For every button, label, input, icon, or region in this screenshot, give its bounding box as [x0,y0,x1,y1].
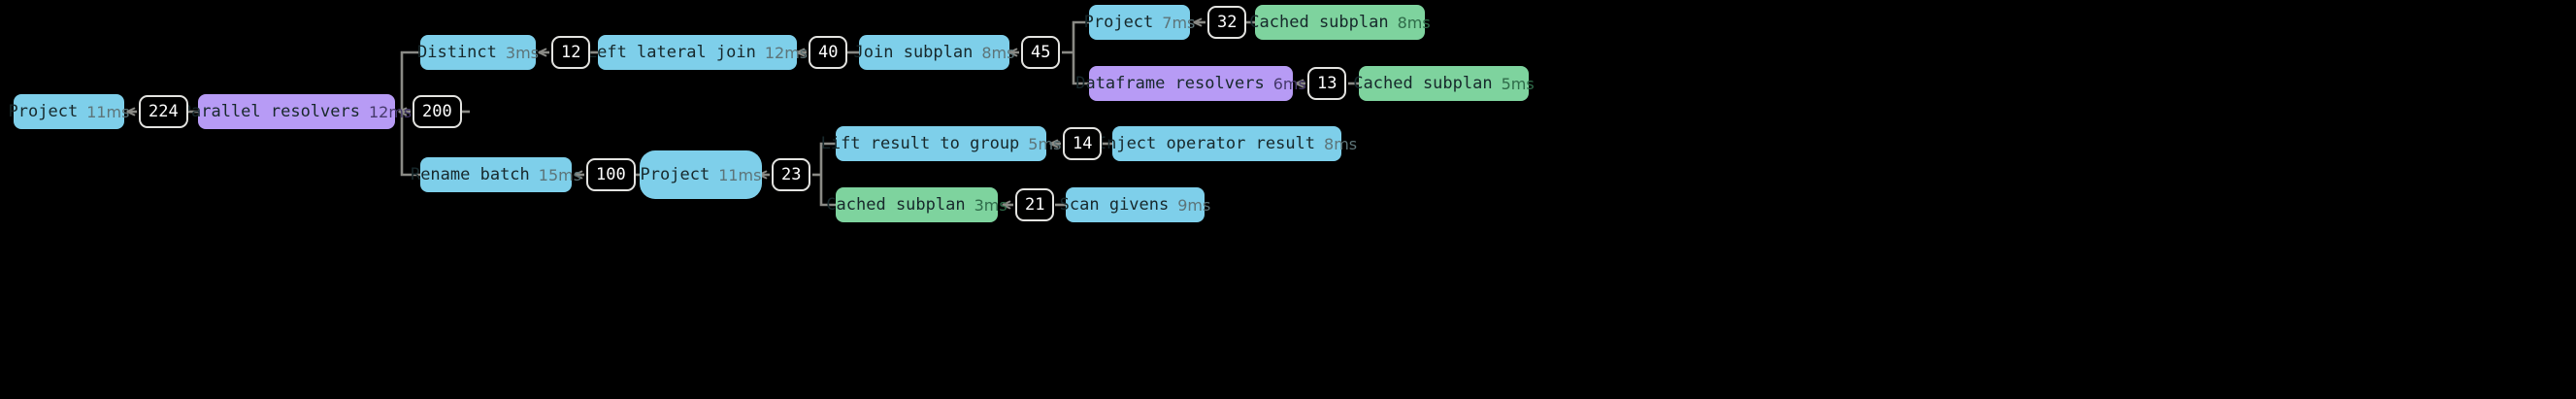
node-duration: 11ms [86,102,130,121]
node-rename-batch[interactable]: Rename batch 15ms [411,157,581,192]
node-duration: 7ms [1162,13,1196,32]
node-duration: 3ms [505,43,539,62]
edge-badge-200[interactable]: 200 [413,95,462,128]
node-duration: 8ms [1397,13,1431,32]
node-duration: 5ms [1501,74,1535,93]
node-label: Inject operator result [1096,134,1316,153]
node-duration: 9ms [1177,195,1211,215]
node-label: Project [8,102,79,121]
node-duration: 12ms [764,43,809,62]
node-label: Distinct [417,43,497,62]
node-label: Lift result to group [820,134,1020,153]
node-parallel-resolvers[interactable]: Parallel resolvers 12ms [182,94,412,129]
node-lift-result-to-group[interactable]: Lift result to group 5ms [821,126,1061,161]
node-label: Left lateral join [586,43,756,62]
node-join-subplan[interactable]: Join subplan 8ms [854,35,1014,70]
edge-badge-14[interactable]: 14 [1063,127,1103,160]
node-label: Join subplan [853,43,974,62]
node-left-lateral-join[interactable]: Left lateral join 12ms [587,35,808,70]
node-label: Rename batch [410,165,530,184]
edge-badge-45[interactable]: 45 [1021,36,1061,69]
edge-badge-23[interactable]: 23 [772,158,811,191]
node-cached-subplan-8ms[interactable]: Cached subplan 8ms [1249,5,1431,40]
node-inject-operator-result[interactable]: Inject operator result 8ms [1097,126,1357,161]
edge-badge-21[interactable]: 21 [1015,188,1055,221]
node-project-root[interactable]: Project 11ms [9,94,129,129]
edge-badge-100[interactable]: 100 [586,158,636,191]
node-label: Project [1083,13,1154,32]
node-duration: 3ms [974,195,1007,215]
edge-badge-40[interactable]: 40 [809,36,848,69]
node-project-7ms[interactable]: Project 7ms [1084,5,1195,40]
edge-badge-224[interactable]: 224 [139,95,188,128]
node-duration: 8ms [1324,134,1358,153]
node-cached-subplan-5ms[interactable]: Cached subplan 5ms [1353,66,1535,101]
node-label: Cached subplan [1249,13,1389,32]
node-duration: 5ms [1028,134,1062,153]
node-duration: 12ms [368,102,413,121]
edge-badge-13[interactable]: 13 [1307,67,1347,100]
node-duration: 11ms [718,165,762,184]
node-duration: 6ms [1272,74,1306,93]
node-dataframe-resolvers[interactable]: Dataframe resolvers 6ms [1075,66,1306,101]
edge-badge-32[interactable]: 32 [1207,6,1247,39]
node-duration: 15ms [538,165,582,184]
node-project-11ms-selected[interactable]: Project 11ms [640,150,762,199]
node-label: Parallel resolvers [181,102,360,121]
node-label: Dataframe resolvers [1075,74,1265,93]
node-distinct[interactable]: Distinct 3ms [417,35,539,70]
node-label: Project [640,165,710,184]
node-duration: 8ms [981,43,1015,62]
node-label: Cached subplan [1353,74,1493,93]
node-scan-givens[interactable]: Scan givens 9ms [1060,187,1210,222]
node-label: Scan givens [1059,195,1170,215]
edge-badge-12[interactable]: 12 [551,36,591,69]
node-label: Cached subplan [826,195,966,215]
node-cached-subplan-3ms[interactable]: Cached subplan 3ms [826,187,1007,222]
